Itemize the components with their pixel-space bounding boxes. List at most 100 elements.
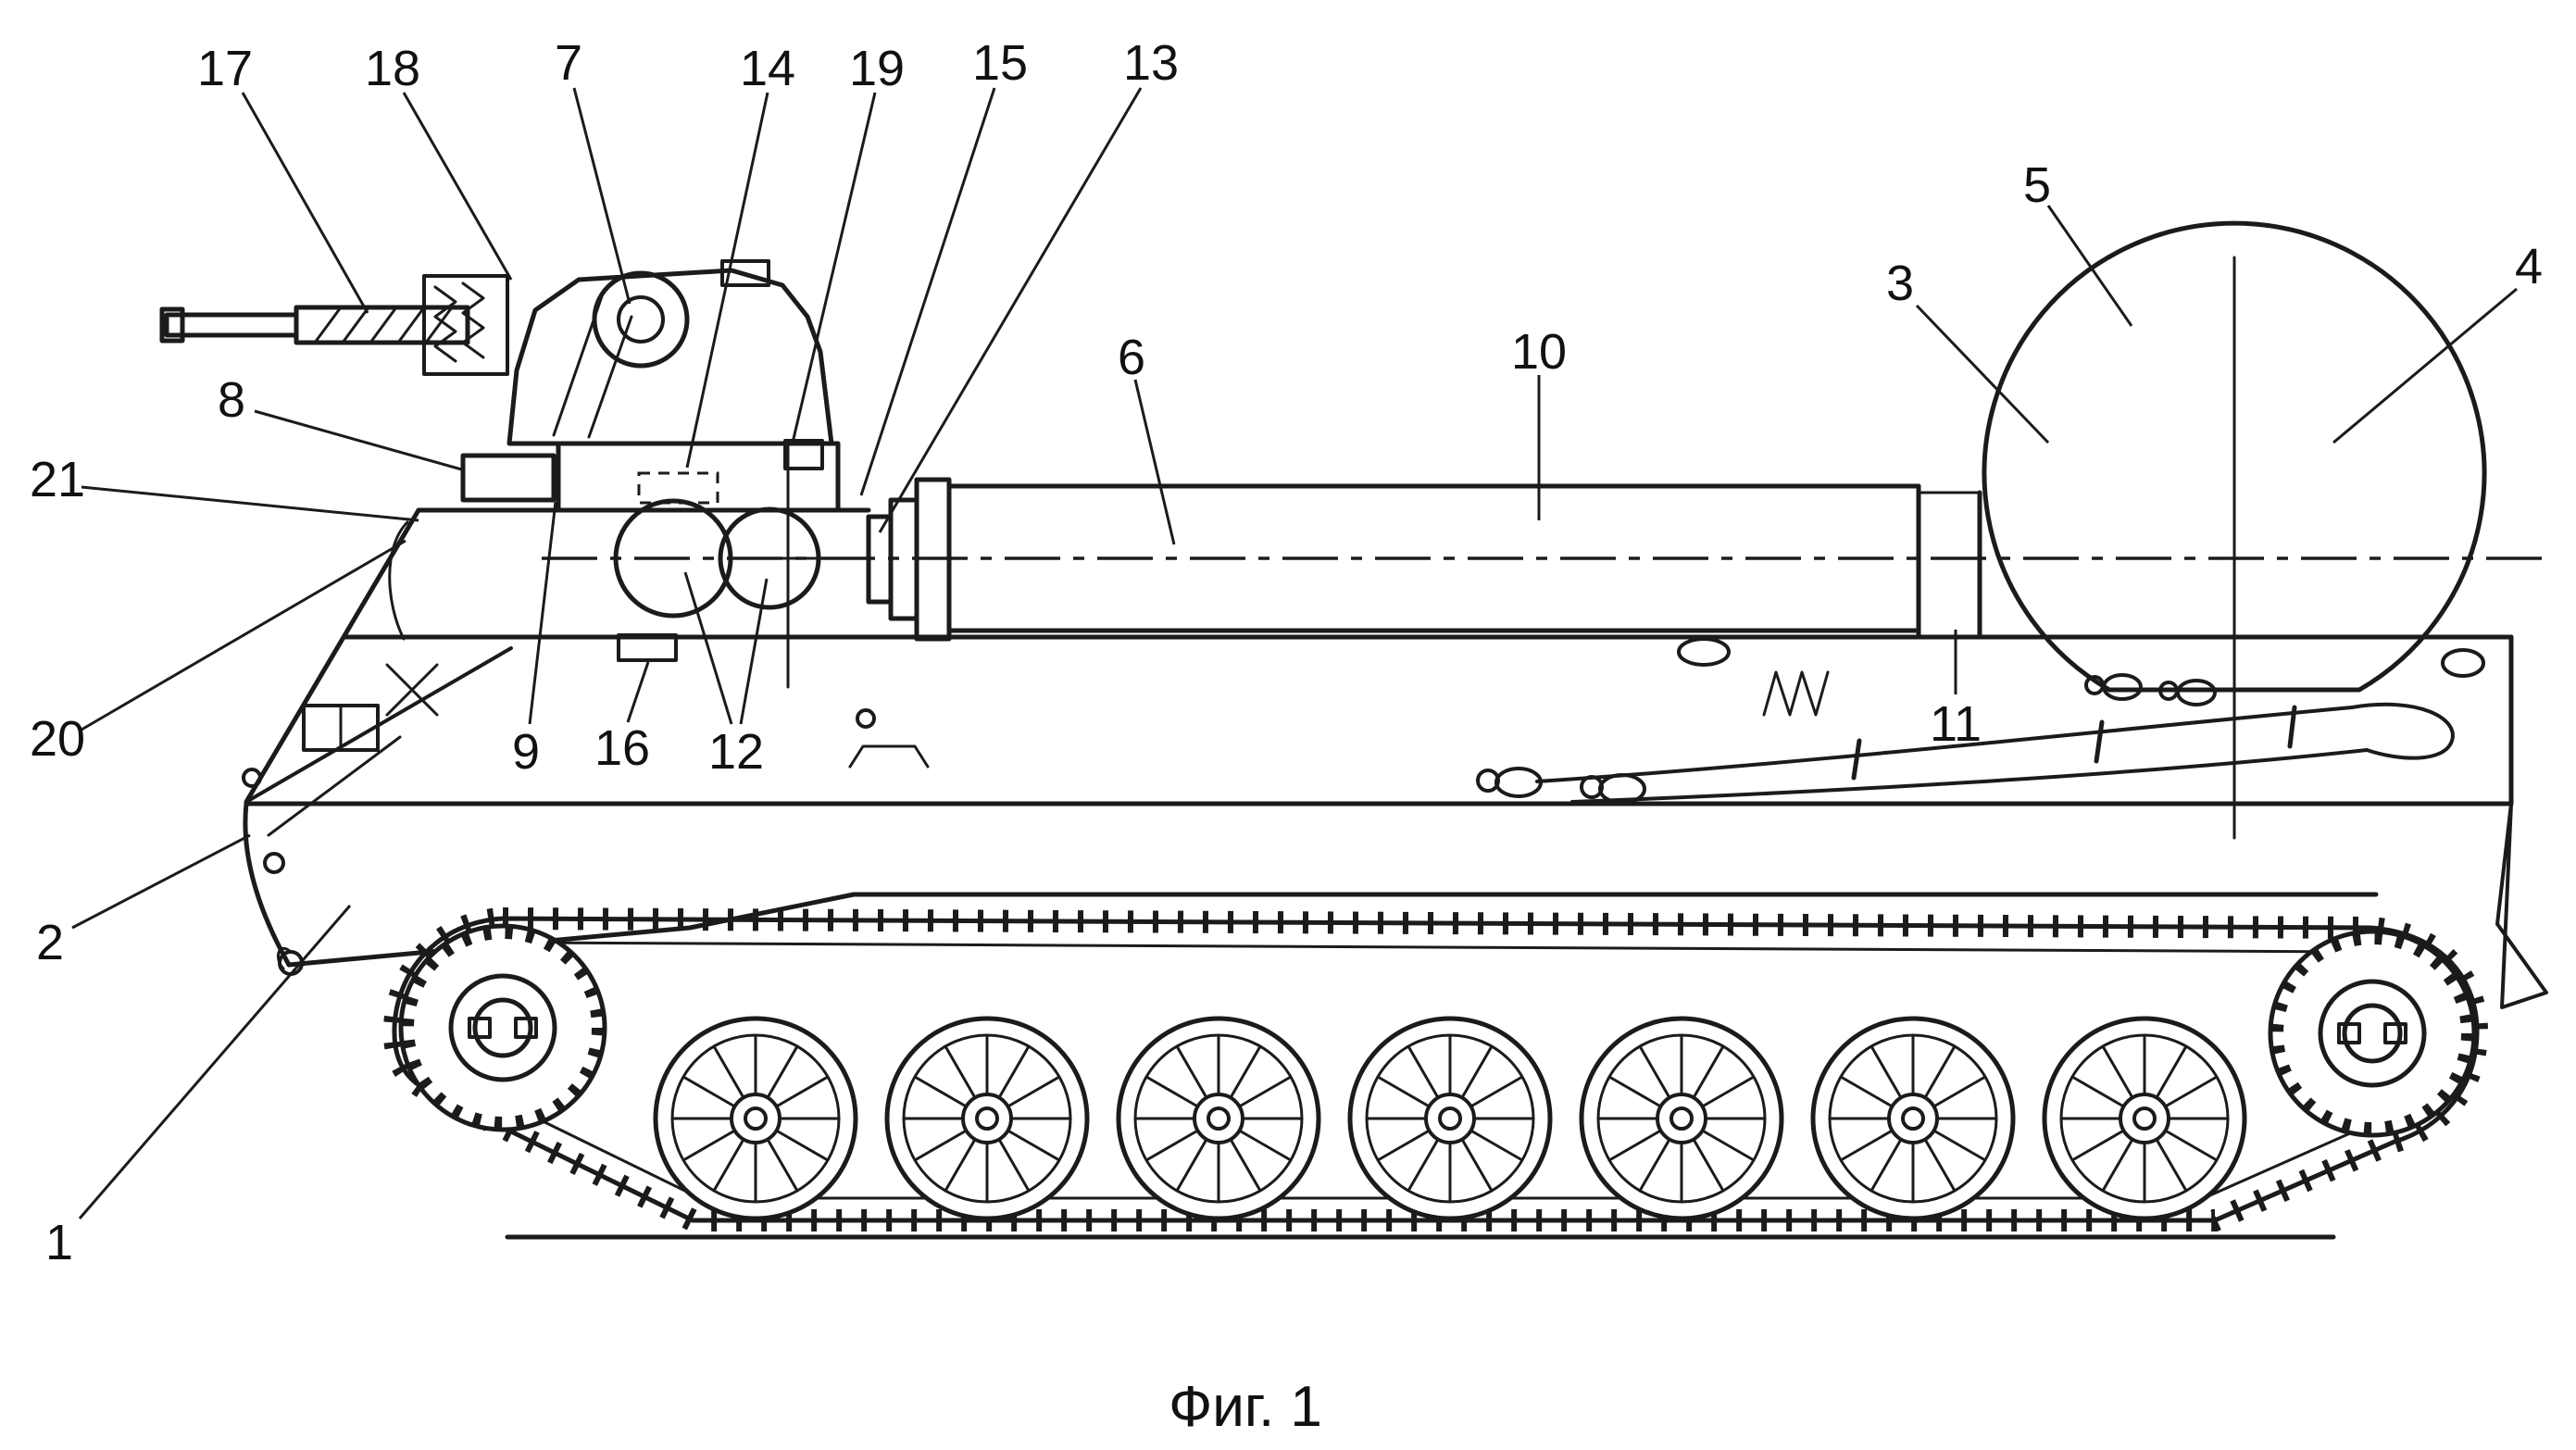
- leader-5: [2046, 205, 2133, 327]
- recoil-spring: [433, 285, 457, 363]
- leader-14: [685, 92, 769, 469]
- recoil-spring: [461, 281, 485, 359]
- leader-1: [78, 905, 352, 1219]
- cable-eyelet: [2176, 679, 2217, 706]
- callout-7: 7: [555, 35, 582, 91]
- leader-15: [859, 87, 996, 496]
- road-wheel: [656, 1019, 856, 1219]
- leader-13: [878, 87, 1143, 533]
- figure-caption: Фиг. 1: [1169, 1375, 1322, 1439]
- bow-conduit: [388, 520, 409, 641]
- mount-base-block: [617, 633, 678, 662]
- platform-notch: [637, 471, 719, 505]
- deck-zigzag-bracket: [1762, 670, 1830, 717]
- rear-deck-eyelet: [2441, 648, 2485, 678]
- track-outer-outline: [392, 916, 2480, 1223]
- leader-2: [71, 833, 251, 930]
- turret-platform: [556, 441, 841, 513]
- sight-box: [783, 439, 824, 470]
- mg-jacket-hatch: [341, 306, 370, 344]
- callout-18: 18: [365, 41, 420, 96]
- gun-drum-hub: [617, 295, 665, 344]
- cable-shackle-pin: [1476, 769, 1500, 793]
- drive-sprocket: [401, 926, 605, 1130]
- leader-4: [2332, 287, 2518, 444]
- bow-fitting: [242, 768, 262, 788]
- callout-1: 1: [45, 1215, 73, 1270]
- equipment-box: [460, 453, 556, 503]
- trim-vane-brace: [267, 735, 402, 837]
- callout-4: 4: [2515, 239, 2543, 294]
- tow-cable-upper: [1535, 706, 2354, 783]
- leader-lines: [71, 87, 2518, 1219]
- road-wheel: [1119, 1019, 1319, 1219]
- cable-eyelet-pin: [2084, 675, 2105, 695]
- radar-dome: [1982, 220, 2487, 693]
- callout-17: 17: [197, 41, 253, 96]
- cable-eyelet-pin: [2158, 681, 2179, 701]
- leader-9: [528, 501, 557, 725]
- callout-16: 16: [594, 720, 650, 776]
- leader-12a: [683, 571, 733, 725]
- callout-10: 10: [1511, 324, 1567, 380]
- bow-fitting: [263, 852, 285, 874]
- tow-cable-lower: [1570, 748, 2369, 804]
- leader-12b: [739, 578, 769, 725]
- deck-hatch-oval: [1677, 637, 1731, 667]
- leader-7: [572, 87, 631, 305]
- gun-drum: [592, 270, 690, 369]
- callout-5: 5: [2023, 157, 2051, 213]
- muzzle-block: [159, 306, 185, 344]
- leader-8: [254, 409, 466, 472]
- leader-20: [81, 539, 406, 731]
- tow-hook-curl: [276, 946, 293, 970]
- rear-mud-flap: [2495, 802, 2548, 1009]
- callout-13: 13: [1123, 35, 1179, 91]
- idler-wheel: [2270, 931, 2474, 1135]
- callout-9: 9: [512, 724, 540, 780]
- deck-plug: [856, 708, 876, 729]
- turret-body: [506, 268, 834, 446]
- turret-top-box: [720, 259, 770, 287]
- mg-jacket-hatch: [313, 306, 343, 344]
- mg-receiver: [422, 274, 509, 376]
- tow-cable-loop: [2350, 702, 2455, 760]
- cable-shackle-pin: [1580, 775, 1604, 799]
- bow-x-brace: [385, 663, 439, 717]
- callout-6: 6: [1118, 330, 1145, 385]
- deck-handle: [848, 744, 930, 769]
- turret-group: [159, 259, 841, 689]
- callout-11: 11: [1930, 696, 1982, 752]
- cable-clamp: [2287, 705, 2297, 749]
- callout-2: 2: [36, 915, 64, 970]
- leader-19: [791, 92, 877, 444]
- road-wheel: [1813, 1019, 2013, 1219]
- leader-17: [241, 92, 369, 314]
- callout-3: 3: [1886, 256, 1914, 311]
- leader-18: [402, 92, 513, 281]
- mg-jacket-hatch: [424, 306, 454, 344]
- mg-jacket-hatch: [369, 306, 398, 344]
- cable-eyelet: [2102, 673, 2143, 701]
- road-wheel: [2045, 1019, 2245, 1219]
- machine-gun-barrel: [164, 312, 299, 338]
- leader-3: [1915, 304, 2050, 444]
- callout-19: 19: [849, 41, 905, 96]
- radar-dome-group: [1982, 220, 2487, 840]
- callout-14: 14: [740, 41, 795, 96]
- cable-shackle: [1494, 767, 1543, 798]
- callouts: 17 18 7 14 19 15 13 5 3 4 6 10 8 21 20 9…: [30, 35, 2543, 1270]
- road-wheel: [1582, 1019, 1782, 1219]
- cable-clamp: [1851, 738, 1862, 781]
- cable-clamp: [2094, 719, 2105, 764]
- leader-16: [626, 661, 650, 723]
- bow-edge: [243, 801, 292, 968]
- road-wheel: [1350, 1019, 1550, 1219]
- callout-21: 21: [30, 452, 85, 507]
- mg-jacket-hatch: [396, 306, 426, 344]
- hull: [242, 507, 2548, 1009]
- callout-12: 12: [708, 724, 764, 780]
- callout-8: 8: [218, 372, 245, 428]
- leader-21: [81, 485, 419, 522]
